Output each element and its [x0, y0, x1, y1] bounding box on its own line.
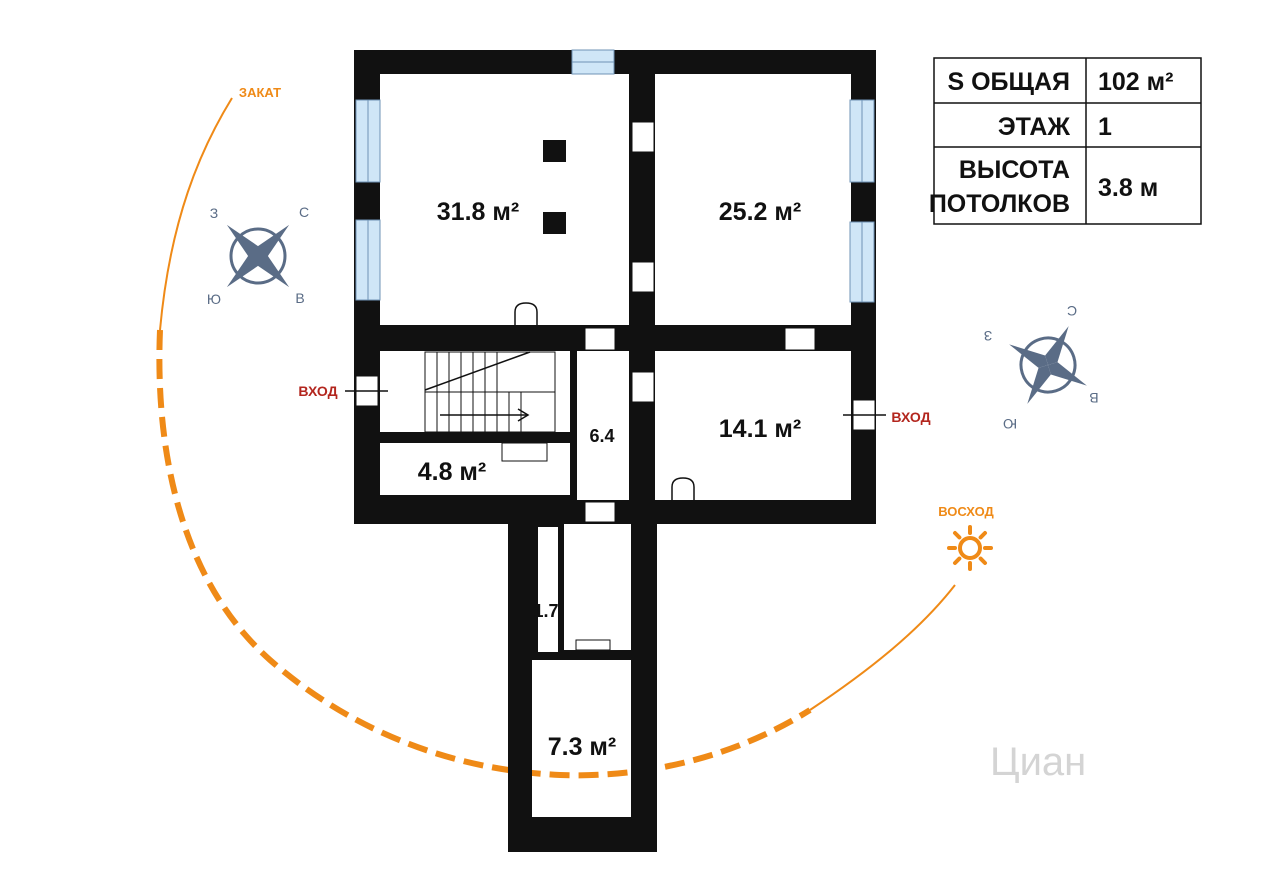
entry-left-label: ВХОД — [298, 383, 337, 399]
storage-area: 1.7 — [533, 601, 558, 621]
compass-north-label: С — [1067, 303, 1077, 319]
compass-icon — [226, 224, 290, 288]
floor-label: ЭТАЖ — [998, 113, 1071, 141]
storage-room — [538, 527, 558, 652]
compass-north-label: С — [299, 204, 309, 220]
ceiling-height-value: 3.8 м — [1098, 174, 1158, 202]
moon-icon — [256, 43, 275, 79]
compass-west-label: З — [210, 205, 218, 221]
ceiling-height-label-line1: ВЫСОТА — [959, 156, 1070, 184]
room-3-area: 14.1 м² — [719, 415, 801, 443]
column — [543, 212, 566, 234]
corridor-area: 6.4 — [589, 426, 614, 446]
total-area-value: 102 м² — [1098, 68, 1173, 96]
outer-walls — [354, 50, 876, 524]
radiator-icon — [514, 302, 695, 500]
staircase — [424, 351, 556, 462]
room-4-area: 4.8 м² — [418, 458, 487, 486]
sun-path — [156, 97, 956, 779]
annex-room — [566, 527, 628, 650]
sunrise-label: ВОСХОД — [938, 504, 994, 519]
compass-west-label: З — [984, 328, 992, 344]
compass-east-label: В — [1089, 390, 1098, 406]
entry-marker — [345, 390, 886, 416]
info-table: S ОБЩАЯ 102 м² ЭТАЖ 1 ВЫСОТА ПОТОЛКОВ 3.… — [929, 57, 1202, 225]
floor-value: 1 — [1098, 113, 1112, 141]
compass-south-label: Ю — [1003, 416, 1017, 432]
room-5-area: 7.3 м² — [548, 733, 617, 761]
doors — [355, 121, 876, 651]
windows — [355, 49, 875, 303]
compass-east-label: В — [295, 290, 304, 306]
window-panes — [367, 61, 863, 302]
room-2-area: 25.2 м² — [719, 198, 801, 226]
sun-icon — [947, 525, 993, 571]
compass-south-label: Ю — [207, 291, 221, 307]
entry-right-label: ВХОД — [891, 409, 930, 425]
annex-walls — [508, 520, 657, 852]
column — [543, 140, 566, 162]
watermark: Циан — [990, 740, 1086, 784]
compass-icon — [1009, 326, 1087, 404]
total-area-label: S ОБЩАЯ — [947, 68, 1070, 96]
sunset-label: ЗАКАТ — [239, 85, 281, 100]
ceiling-height-label-line2: ПОТОЛКОВ — [929, 190, 1070, 218]
room-1-area: 31.8 м² — [437, 198, 519, 226]
